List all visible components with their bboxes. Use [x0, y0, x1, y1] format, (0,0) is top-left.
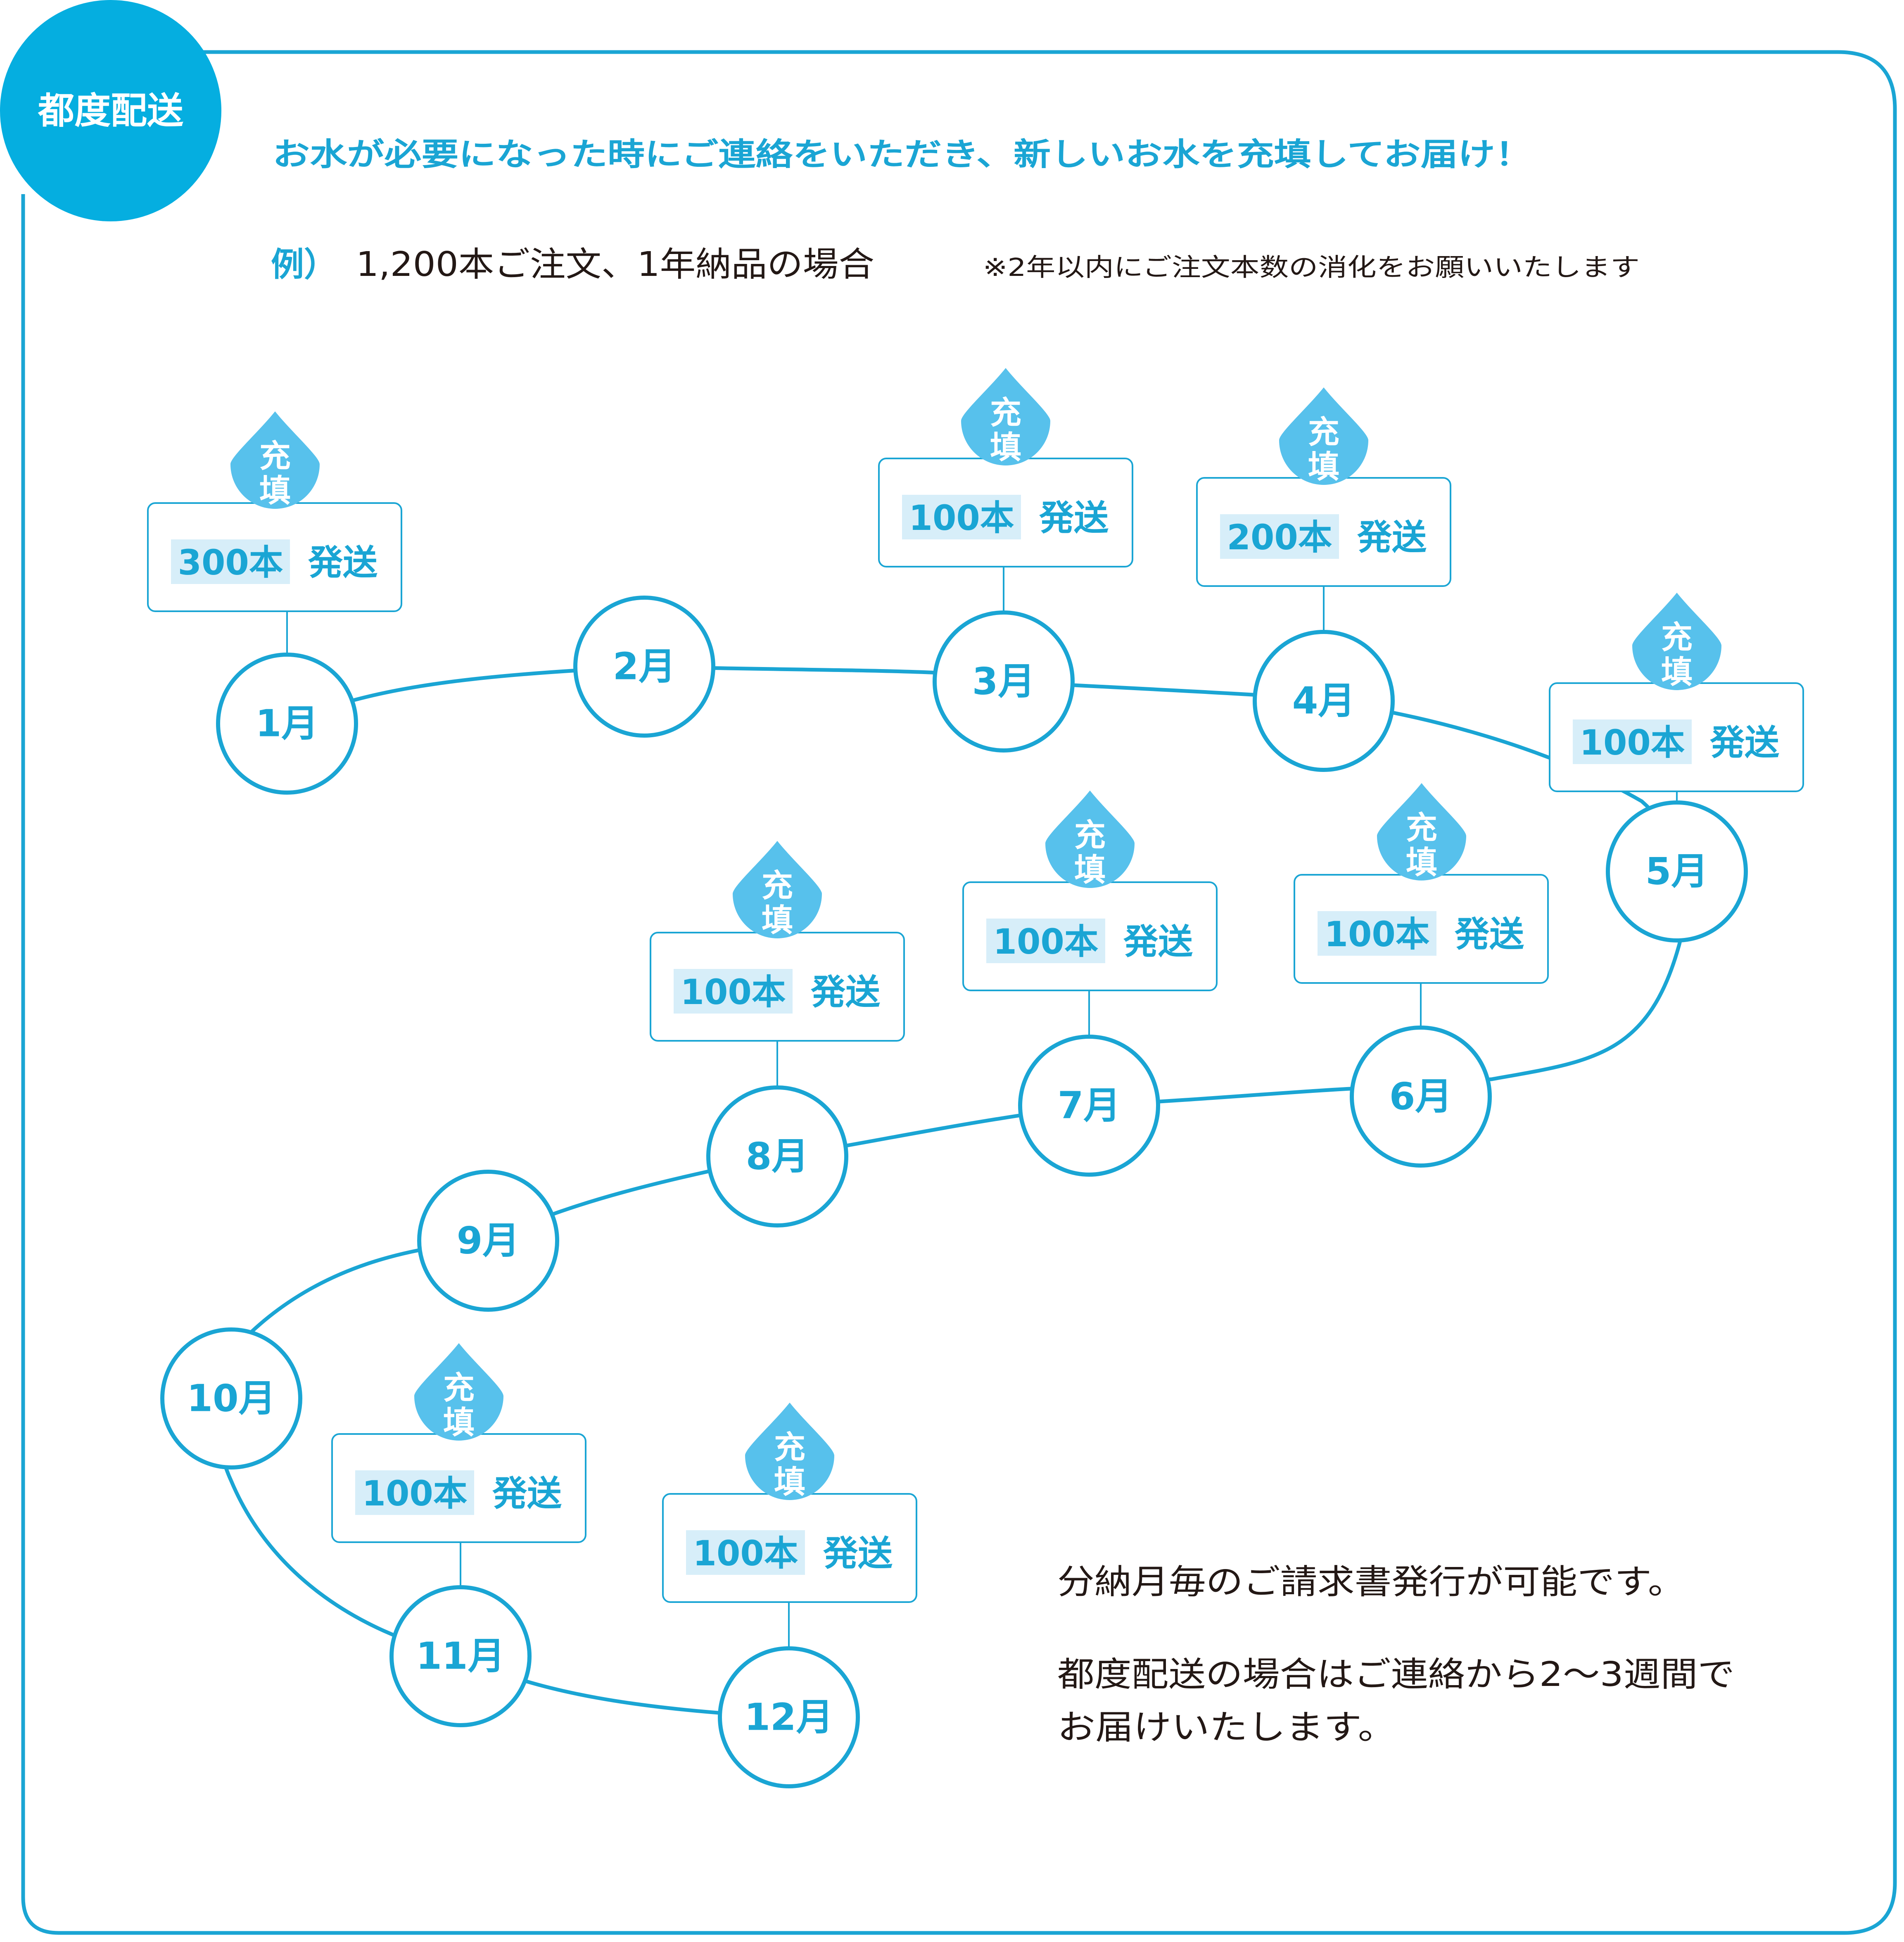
fill-label: 填: [1074, 852, 1106, 888]
delivery-type-badge: [0, 0, 221, 221]
shipment-label: 発送: [811, 972, 880, 1012]
water-drop-icon: [230, 411, 320, 509]
fill-label: 充: [990, 394, 1021, 431]
month-label: 11月: [416, 1635, 505, 1678]
water-drop-icon: [733, 841, 822, 938]
month-circle: [160, 1327, 302, 1470]
shipment-quantity: 100本: [1580, 722, 1685, 763]
month-label: 10月: [187, 1377, 275, 1420]
fill-label: 充: [774, 1429, 805, 1466]
quantity-highlight: [1573, 719, 1692, 764]
shipment-label: 発送: [1455, 914, 1524, 954]
month-label: 7月: [1058, 1084, 1121, 1128]
fill-label: 填: [774, 1464, 805, 1500]
shipment-quantity: 100本: [1325, 914, 1430, 954]
month-circle: [1018, 1035, 1160, 1177]
quantity-highlight: [355, 1470, 474, 1515]
month-circle: [933, 610, 1075, 753]
example-prefix: 例）: [271, 245, 337, 284]
shipment-label: 発送: [1039, 498, 1109, 538]
month-circle: [1350, 1026, 1492, 1168]
fill-label: 填: [1308, 449, 1339, 485]
fill-label: 充: [1406, 810, 1437, 846]
fill-label: 填: [762, 902, 793, 939]
month-label: 8月: [746, 1135, 809, 1178]
month-circle: [573, 596, 715, 738]
month-circle: [718, 1646, 860, 1788]
month-label: 1月: [256, 702, 319, 745]
month-label: 4月: [1292, 679, 1356, 723]
quantity-highlight: [686, 1530, 805, 1575]
fill-label: 填: [443, 1404, 475, 1441]
fill-label: 充: [1074, 817, 1106, 854]
month-label: 6月: [1389, 1075, 1453, 1118]
month-circle: [706, 1085, 848, 1227]
month-circle: [1253, 630, 1395, 772]
water-drop-icon: [1377, 783, 1466, 881]
shipment-quantity: 100本: [993, 921, 1099, 962]
shipment-quantity: 200本: [1227, 517, 1332, 558]
shipment-quantity: 100本: [362, 1473, 468, 1514]
month-label: 9月: [457, 1219, 520, 1263]
info-line-1: 分納月毎のご請求書発行が可能です。: [1057, 1562, 1685, 1602]
fill-label: 充: [259, 438, 291, 475]
water-drop-icon: [1045, 791, 1135, 888]
example-text: 1,200本ご注文、1年納品の場合: [356, 245, 874, 284]
shipment-quantity: 100本: [909, 498, 1014, 538]
water-drop-icon: [1632, 593, 1721, 690]
outer-frame: [21, 50, 1897, 1935]
fill-label: 填: [1406, 844, 1437, 881]
headline-text: お水が必要になった時にご連絡をいただき、新しいお水を充填してお届け！: [273, 136, 1532, 173]
fill-label: 充: [1661, 619, 1693, 656]
shipment-label: 発送: [308, 542, 377, 583]
info-line-3: お届けいたします。: [1057, 1708, 1396, 1747]
month-circle: [216, 653, 358, 795]
shipment-label: 発送: [1357, 517, 1427, 558]
month-label: 12月: [744, 1696, 833, 1739]
quantity-highlight: [674, 969, 793, 1014]
shipment-label: 発送: [1123, 921, 1193, 962]
fill-label: 填: [259, 472, 291, 509]
quantity-highlight: [1318, 911, 1436, 956]
info-line-2: 都度配送の場合はご連絡から2〜3週間で: [1057, 1655, 1735, 1694]
month-label: 2月: [613, 645, 676, 688]
month-circle: [389, 1585, 532, 1727]
shipment-quantity: 100本: [681, 972, 786, 1012]
water-drop-icon: [1279, 387, 1368, 485]
shipment-quantity: 100本: [693, 1533, 798, 1574]
water-drop-icon: [745, 1403, 834, 1500]
example-note: ※2年以内にご注文本数の消化をお願いいたします: [983, 253, 1640, 282]
month-circle: [1606, 800, 1748, 943]
water-drop-icon: [414, 1343, 503, 1441]
month-label: 5月: [1645, 850, 1709, 893]
delivery-type-badge-label: 都度配送: [38, 90, 183, 132]
month-label: 3月: [972, 660, 1035, 703]
shipment-quantity: 300本: [178, 542, 283, 583]
shipment-label: 発送: [492, 1473, 562, 1514]
fill-label: 充: [1308, 414, 1339, 451]
quantity-highlight: [986, 919, 1105, 963]
fill-label: 充: [443, 1370, 475, 1406]
shipment-label: 発送: [823, 1533, 893, 1574]
fill-label: 充: [762, 867, 793, 904]
shipment-label: 発送: [1710, 722, 1779, 763]
quantity-highlight: [902, 495, 1021, 539]
water-drop-icon: [961, 368, 1050, 465]
quantity-highlight: [1220, 514, 1339, 559]
fill-label: 填: [1661, 654, 1693, 691]
month-circle: [417, 1170, 559, 1312]
fill-label: 填: [990, 429, 1021, 466]
quantity-highlight: [171, 539, 290, 584]
